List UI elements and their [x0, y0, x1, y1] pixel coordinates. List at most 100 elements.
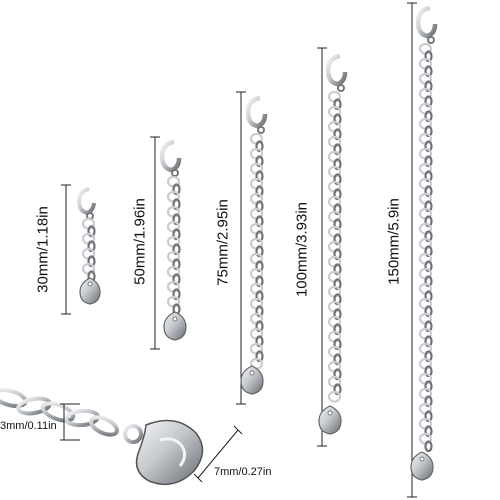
chain-link [333, 263, 342, 276]
chain-link [172, 273, 181, 286]
chain-link [424, 410, 433, 423]
chain-link [333, 368, 342, 381]
chain-link [333, 158, 342, 171]
extender-30mm [61, 184, 101, 315]
chain-link [333, 353, 342, 366]
chain-link [172, 213, 181, 226]
chain-link [255, 215, 264, 228]
chain-link [255, 320, 264, 333]
chain-link [255, 230, 264, 243]
chain-link [172, 183, 181, 196]
chain-link [172, 288, 181, 301]
chain-link [333, 113, 342, 126]
measurement-label-150mm: 150mm/5.9in [385, 198, 403, 285]
chain [249, 132, 264, 370]
chain-link [333, 293, 342, 306]
chain-link [333, 98, 342, 111]
lobster-clasp-icon [245, 95, 268, 134]
chain [418, 42, 433, 453]
chain-link [333, 173, 342, 186]
end-tag-icon [240, 365, 264, 395]
chain-link [333, 143, 342, 156]
chain-link [255, 185, 264, 198]
closeup-detail [0, 388, 243, 486]
chain-link [424, 50, 433, 63]
chain-link [424, 230, 433, 243]
chain [166, 175, 181, 316]
chain-link [333, 323, 342, 336]
clasp-width-label: 7mm/0.27in [214, 466, 272, 478]
measurement-label-50mm: 50mm/1.96in [131, 198, 149, 285]
closeup-lobster-clasp-icon [123, 419, 204, 486]
chain-link [424, 245, 433, 258]
chain-link [424, 80, 433, 93]
chain-link [333, 383, 342, 396]
chain-link [424, 320, 433, 333]
measurement-label-30mm: 30mm/1.18in [34, 206, 52, 293]
clasp-width-dimension-line [197, 429, 239, 479]
chain-link [424, 215, 433, 228]
chain-link [255, 305, 264, 318]
chain-link [424, 65, 433, 78]
chain-link [255, 200, 264, 213]
lobster-clasp-icon [415, 5, 438, 44]
chain-link [333, 203, 342, 216]
chain-link [255, 170, 264, 183]
extender-75mm [236, 91, 268, 405]
chain-link [255, 140, 264, 153]
chain-link [172, 228, 181, 241]
extender-50mm [150, 136, 187, 350]
chain-link [333, 278, 342, 291]
dimension-tick [233, 425, 243, 435]
chain-link [255, 260, 264, 273]
chain-link [333, 218, 342, 231]
chain-link [424, 275, 433, 288]
chain-link [87, 240, 96, 253]
chain-link [333, 308, 342, 321]
measurement-label-100mm: 100mm/3.93in [293, 201, 311, 298]
chain-link [424, 200, 433, 213]
chain-link [255, 350, 264, 363]
end-tag-icon [318, 405, 342, 435]
dimension-tick [193, 473, 203, 483]
chain [81, 217, 96, 283]
chain-link [255, 335, 264, 348]
chain-link [333, 128, 342, 141]
chain-link [424, 140, 433, 153]
chain-link [255, 275, 264, 288]
chain-link [424, 125, 433, 138]
chain-link [424, 380, 433, 393]
lobster-clasp-icon [325, 53, 348, 92]
chain-link [255, 155, 264, 168]
chain-link [424, 185, 433, 198]
chain-link [333, 338, 342, 351]
chain-link [424, 365, 433, 378]
chain-link [424, 395, 433, 408]
chain-link [333, 188, 342, 201]
chain-link [172, 243, 181, 256]
chain-link [172, 198, 181, 211]
chain-link [424, 95, 433, 108]
chain-link [333, 233, 342, 246]
end-tag-icon [79, 277, 101, 305]
closeup-chain [0, 388, 120, 437]
extender-150mm [407, 2, 438, 498]
chain-link [255, 245, 264, 258]
chain-link [424, 425, 433, 438]
chain-width-label: 3mm/0.11in [0, 420, 57, 432]
chain-link [87, 255, 96, 268]
chain-link [327, 390, 342, 403]
chain-link [424, 305, 433, 318]
chain-link [172, 258, 181, 271]
end-tag-icon [410, 451, 434, 481]
chain [327, 90, 342, 403]
chain-link [424, 335, 433, 348]
chain-link [87, 225, 96, 238]
lobster-clasp-icon [159, 139, 182, 177]
extender-100mm [317, 47, 348, 447]
chain-link [333, 248, 342, 261]
chain-link [424, 260, 433, 273]
measurement-label-75mm: 75mm/2.95in [214, 199, 232, 286]
chain-link [255, 290, 264, 303]
